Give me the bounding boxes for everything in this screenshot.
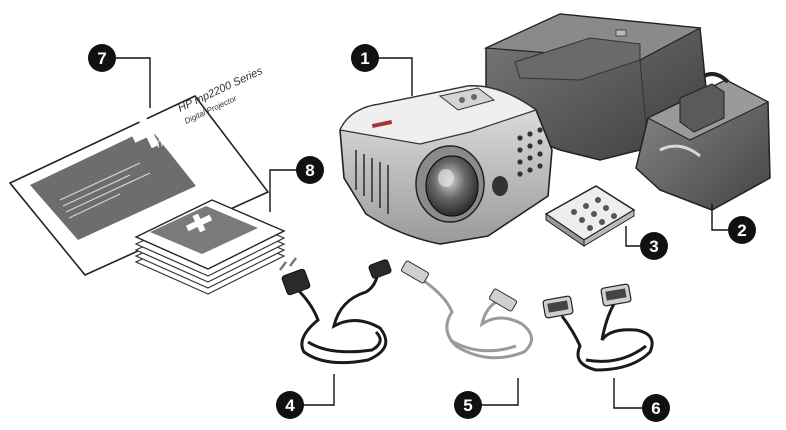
callout-5: 5	[454, 391, 482, 419]
callout-1-number: 1	[360, 49, 369, 68]
doc-logo-cross-icon	[131, 117, 167, 149]
power-cord-illustration	[279, 257, 392, 365]
projector-illustration	[339, 85, 553, 245]
callout-3-number: 3	[649, 237, 658, 256]
callout-5-number: 5	[463, 396, 472, 415]
callout-2: 2	[728, 216, 756, 244]
callout-1: 1	[351, 44, 379, 72]
leader-line-6	[613, 378, 654, 409]
doc-logo-text: hp	[153, 132, 171, 150]
callout-8: 8	[296, 156, 324, 184]
callout-6-number: 6	[651, 399, 660, 418]
callout-7: 7	[88, 44, 116, 72]
callout-7-number: 7	[97, 49, 106, 68]
documentation-booklets-illustration	[134, 199, 286, 295]
leader-line-7	[116, 57, 151, 108]
remote-control-illustration	[544, 185, 636, 247]
callout-badges: 1 2 3 4 5 6 7 8	[88, 44, 756, 422]
leader-lines	[116, 57, 728, 409]
callout-2-number: 2	[737, 221, 746, 240]
projector-lens-icon	[415, 145, 485, 223]
callout-4: 4	[276, 391, 304, 419]
leader-line-3	[625, 226, 640, 247]
leader-line-2	[711, 204, 728, 231]
callout-3: 3	[640, 232, 668, 260]
callout-6: 6	[642, 394, 670, 422]
usb-cable-illustration	[400, 260, 533, 360]
hp-logo-icon	[492, 176, 508, 196]
callout-4-number: 4	[285, 396, 295, 415]
leader-line-5	[470, 378, 519, 406]
leader-line-4	[292, 374, 335, 406]
callout-8-number: 8	[305, 161, 314, 180]
vga-cable-illustration	[542, 283, 654, 372]
leader-line-1	[378, 57, 413, 96]
